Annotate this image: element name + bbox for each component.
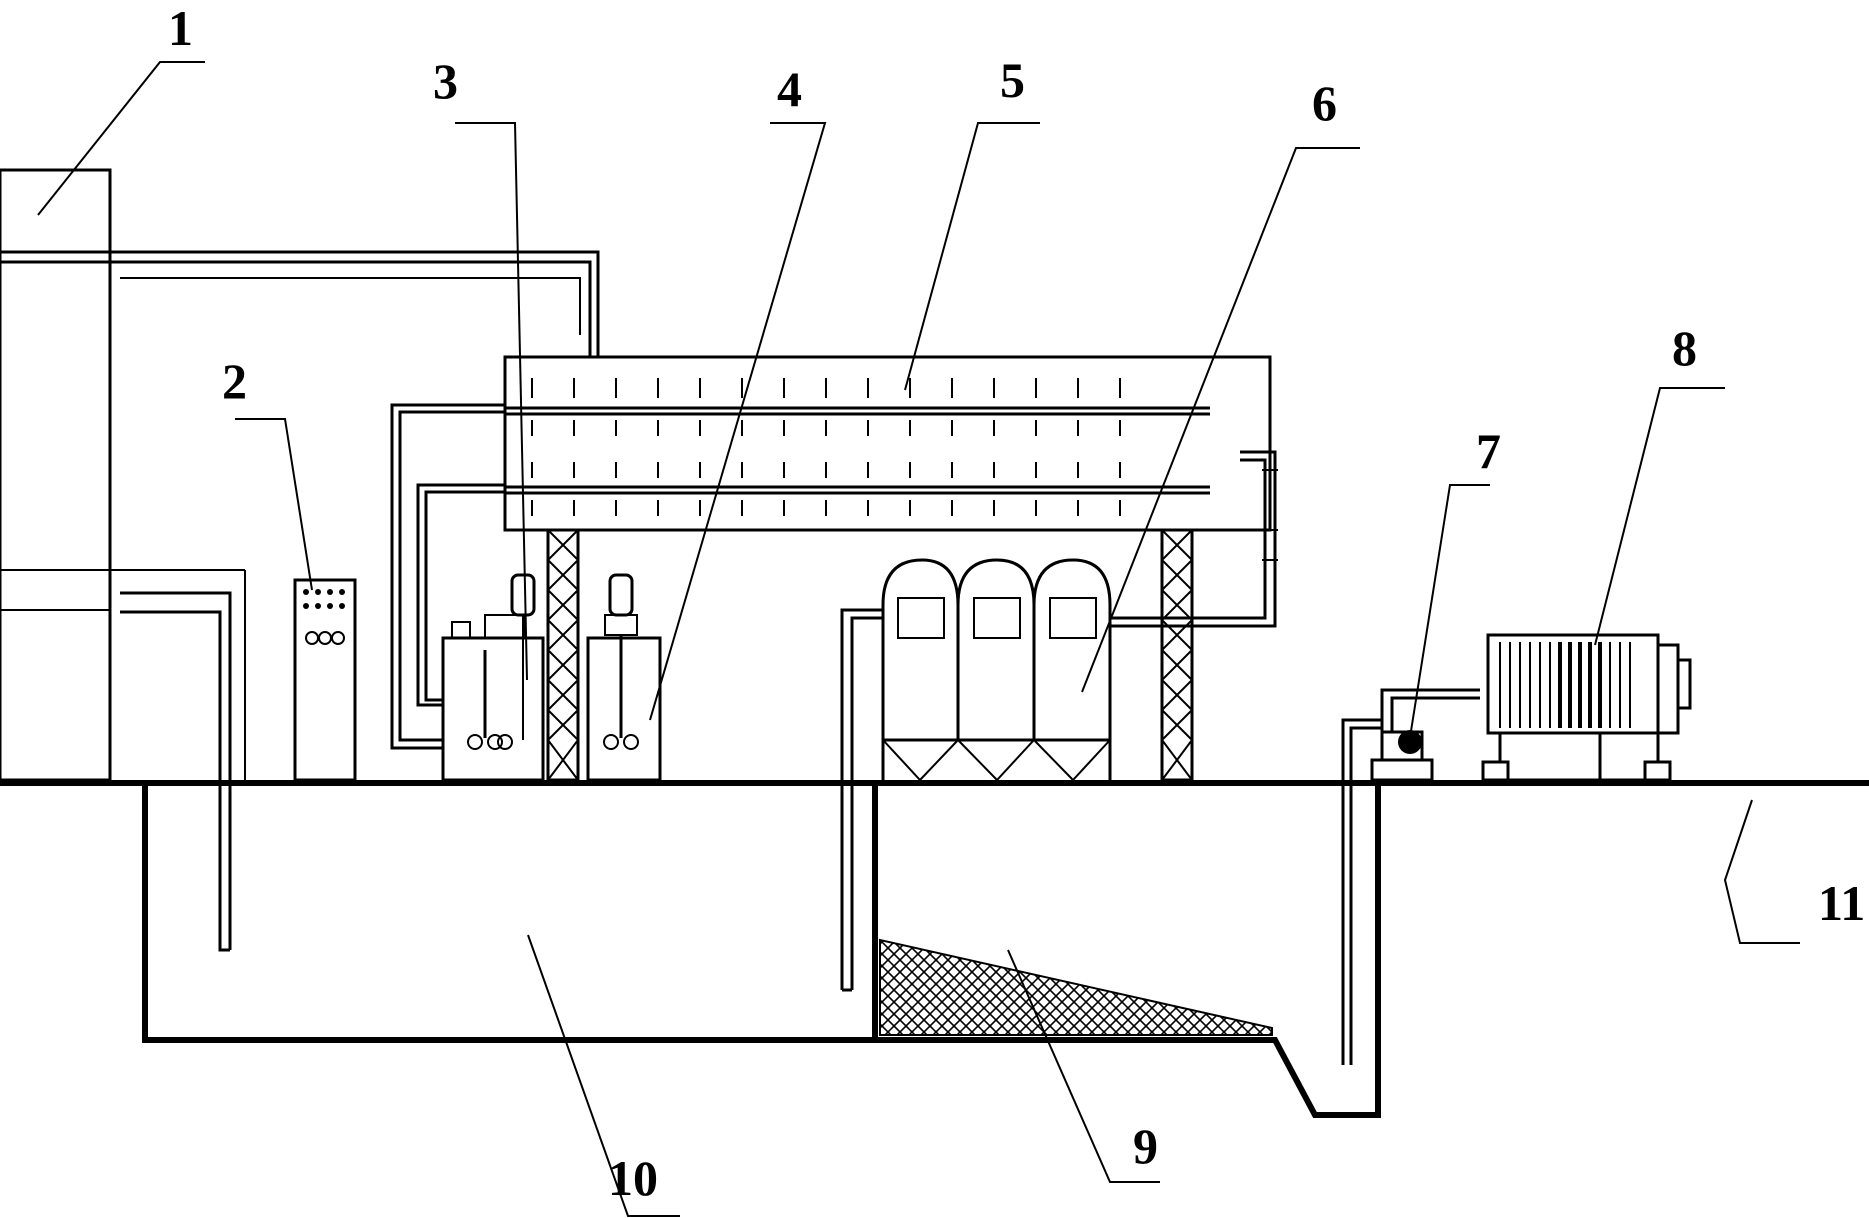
- label-6: 6: [1312, 75, 1337, 131]
- mixing-tank-3: [441, 573, 545, 782]
- truss-right: [1160, 528, 1194, 782]
- label-9: 9: [1133, 1118, 1158, 1174]
- control-cabinet: [293, 578, 357, 782]
- truss-left: [546, 528, 580, 782]
- label-2: 2: [222, 353, 247, 409]
- overhead-pipe: [0, 250, 600, 360]
- label-4: 4: [777, 61, 802, 117]
- filter-press: [1481, 633, 1692, 782]
- filter-units: [881, 558, 1112, 782]
- label-7: 7: [1476, 423, 1501, 479]
- component-labels: 1 2 3 4 5 6 7 8 9 10 11: [168, 0, 1865, 1206]
- suction-pipe: [840, 608, 883, 992]
- leader-lines: [37, 61, 1800, 1217]
- label-1: 1: [168, 0, 193, 56]
- pump: [1341, 688, 1480, 1065]
- label-3: 3: [433, 53, 458, 109]
- return-pipe: [120, 591, 232, 952]
- underground-pit: [142, 785, 878, 1043]
- settling-zone: [875, 785, 1381, 1118]
- label-5: 5: [1000, 52, 1025, 108]
- label-11: 11: [1818, 875, 1865, 931]
- label-8: 8: [1672, 320, 1697, 376]
- feed-pipes: [390, 403, 505, 750]
- horizontal-tank: [503, 355, 1272, 532]
- mixing-tank-4: [586, 573, 662, 782]
- label-10: 10: [608, 1150, 658, 1206]
- filter-pipes: [1110, 450, 1278, 628]
